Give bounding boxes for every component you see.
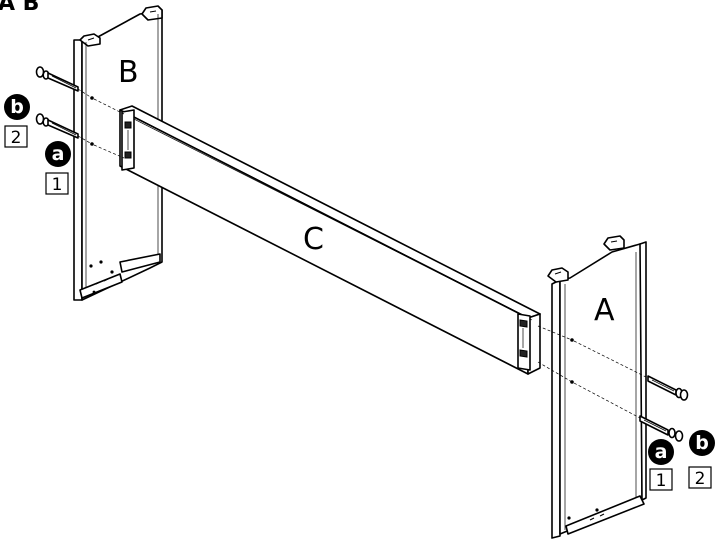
step-box-2 xyxy=(4,125,28,148)
bolt-left-lower xyxy=(35,113,93,145)
badge-b-icon xyxy=(689,430,715,456)
left-screws xyxy=(35,66,125,159)
step-number-1: 1 xyxy=(52,175,63,195)
corner-caption: A B xyxy=(0,0,39,16)
badge-a-letter: a xyxy=(52,143,65,165)
step-box-2 xyxy=(688,466,712,489)
badge-a-icon xyxy=(45,141,71,167)
step-box-1 xyxy=(649,468,673,491)
badge-b-letter: b xyxy=(695,432,709,454)
bolt-right-lower xyxy=(573,382,684,442)
side-panel-a xyxy=(547,235,647,539)
step-box-1 xyxy=(45,172,69,195)
badge-a-icon xyxy=(648,439,674,465)
right-callout-b: b 2 xyxy=(688,430,715,489)
right-screws xyxy=(537,325,689,442)
badge-b-icon xyxy=(4,94,30,120)
left-callout-b: b 2 xyxy=(4,94,30,148)
label-part-c: C xyxy=(303,222,324,257)
badge-b-letter: b xyxy=(10,96,24,118)
step-number-2: 2 xyxy=(11,128,22,148)
side-panel-b xyxy=(73,5,163,301)
badge-a-letter: a xyxy=(655,441,668,463)
step-number-1: 1 xyxy=(656,471,667,491)
bolt-right-upper xyxy=(573,340,689,401)
label-part-a: A xyxy=(594,293,615,328)
right-callout-a: a 1 xyxy=(648,439,674,491)
left-callout-a: a 1 xyxy=(45,141,71,195)
cross-beam-c xyxy=(119,105,541,375)
label-part-b: B xyxy=(118,55,139,90)
bolt-left-upper xyxy=(35,66,93,99)
step-number-2: 2 xyxy=(695,469,706,489)
